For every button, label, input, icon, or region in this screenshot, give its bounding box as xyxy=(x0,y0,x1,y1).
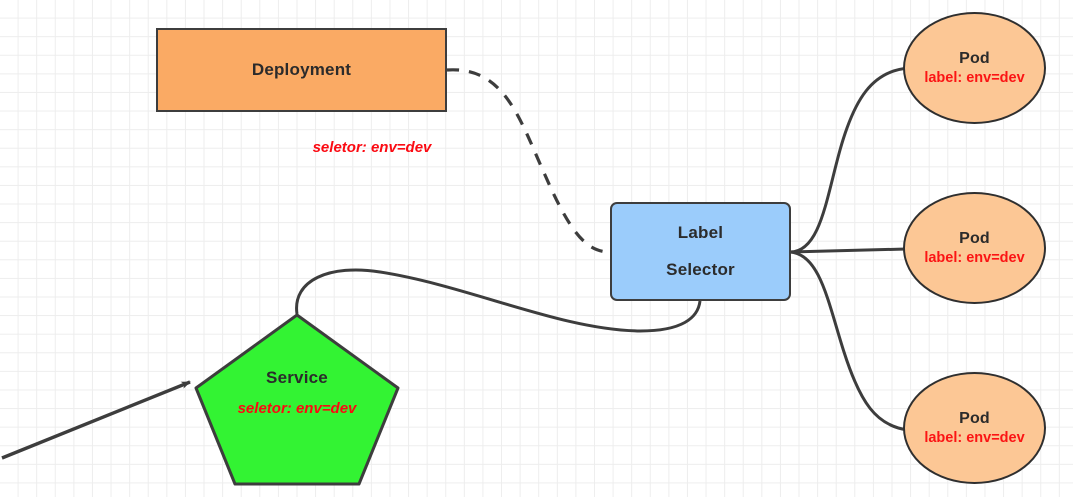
node-pod-1[interactable]: Pod label: env=dev xyxy=(903,12,1046,124)
pod-2-meta: label: env=dev xyxy=(924,250,1025,266)
edge-label-selector-to-pod-3 xyxy=(789,250,909,432)
node-service[interactable]: Service seletor: env=dev xyxy=(193,312,401,487)
node-pod-3[interactable]: Pod label: env=dev xyxy=(903,372,1046,484)
label-selector-line1: Label xyxy=(677,223,724,242)
node-pod-2[interactable]: Pod label: env=dev xyxy=(903,192,1046,304)
pod-2-label: Pod xyxy=(959,230,990,247)
pentagon-shape xyxy=(194,313,400,486)
service-selector-text: seletor: env=dev xyxy=(237,400,357,417)
edge-label-selector-to-pod-1 xyxy=(789,66,911,254)
pod-1-meta: label: env=dev xyxy=(924,70,1025,86)
pod-1-label: Pod xyxy=(959,50,990,67)
edge-incoming-traffic-to-service xyxy=(1,380,191,460)
deployment-selector-text: seletor: env=dev xyxy=(312,139,432,156)
deployment-selector-caption: seletor: env=dev xyxy=(296,139,448,157)
node-label-selector[interactable]: Label Selector xyxy=(610,202,791,301)
pod-3-meta: label: env=dev xyxy=(924,430,1025,446)
node-deployment[interactable]: Deployment xyxy=(156,28,447,112)
label-selector-line2: Selector xyxy=(666,260,735,279)
deployment-label: Deployment xyxy=(251,60,352,79)
service-label: Service xyxy=(266,368,328,387)
pod-3-label: Pod xyxy=(959,410,990,427)
edge-deployment-to-label-selector xyxy=(446,68,611,254)
edge-label-selector-to-pod-2 xyxy=(789,247,907,254)
